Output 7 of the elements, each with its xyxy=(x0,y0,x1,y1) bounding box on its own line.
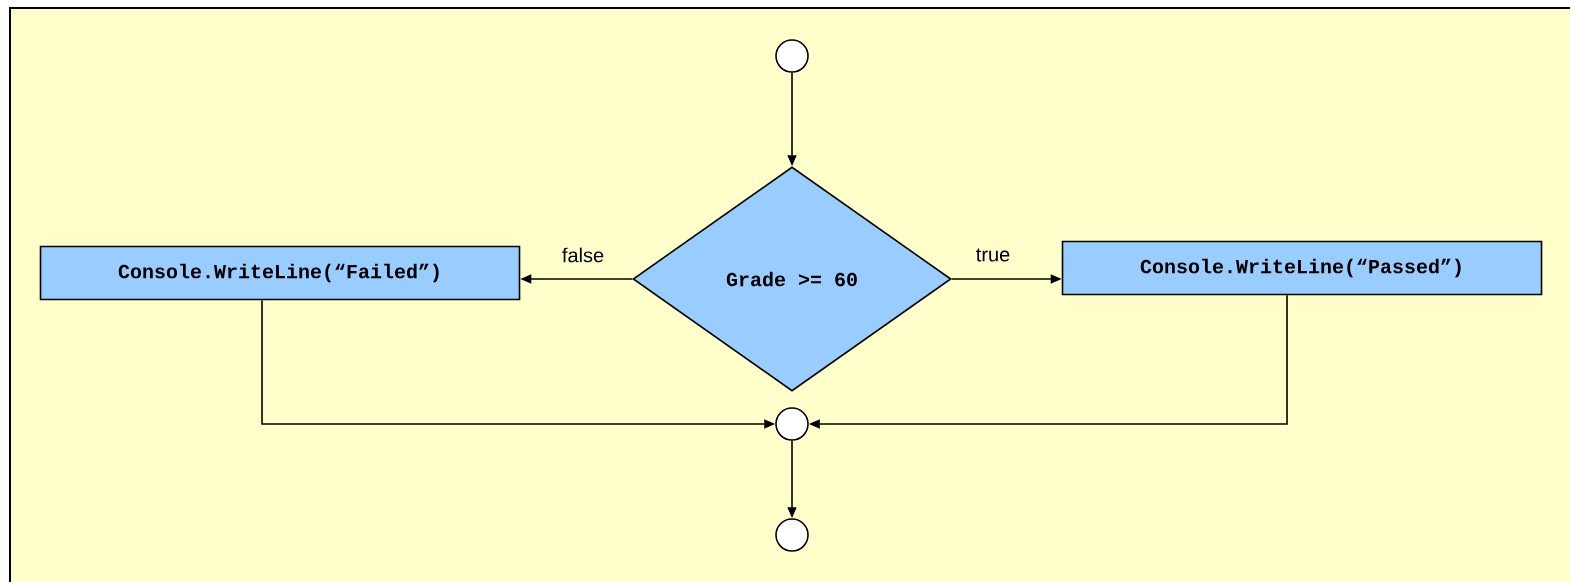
process-box: Console.WriteLine(“Passed”) xyxy=(1061,240,1543,296)
edge-label: true xyxy=(976,248,1010,262)
connector-circle xyxy=(775,39,809,73)
connector-circle xyxy=(775,518,809,552)
edge-label: false xyxy=(562,247,604,263)
connector-circle xyxy=(775,407,809,441)
process-box: Console.WriteLine(“Failed”) xyxy=(39,245,521,301)
